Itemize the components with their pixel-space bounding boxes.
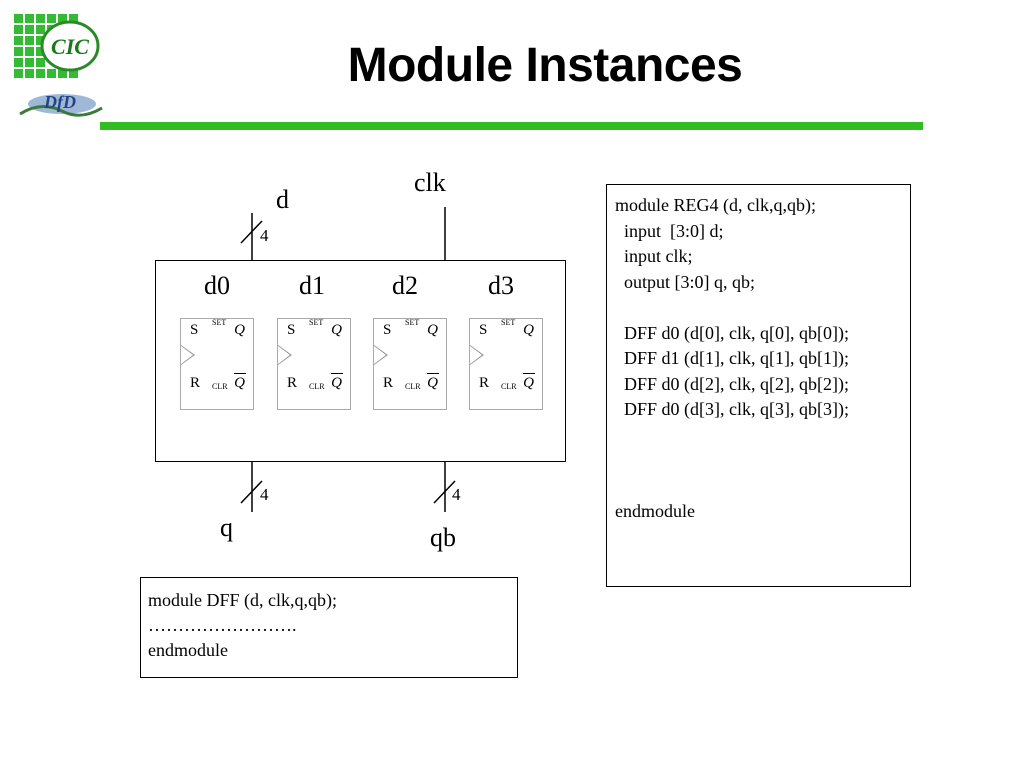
ff-set-tag: SET bbox=[212, 318, 227, 327]
qb-bus-slash bbox=[433, 480, 456, 504]
signal-qb-label: qb bbox=[430, 523, 456, 552]
page-title: Module Instances bbox=[347, 39, 743, 92]
ff-reset-input: R bbox=[383, 375, 394, 391]
code-line bbox=[615, 448, 910, 474]
code-line: DFF d0 (d[3], clk, q[3], qb[3]); bbox=[615, 399, 849, 419]
clock-triangle-icon bbox=[278, 345, 292, 365]
dff-d1: S SET Q R CLR Q bbox=[277, 318, 351, 410]
code-line: module REG4 (d, clk,q,qb); bbox=[615, 195, 816, 215]
code-line bbox=[615, 423, 910, 449]
ff-q-output: Q bbox=[427, 322, 438, 338]
ff-qbar-output: Q bbox=[331, 373, 343, 391]
logo-text: CIC bbox=[51, 34, 89, 59]
code-line: endmodule bbox=[148, 639, 228, 660]
dff-d2: S SET Q R CLR Q bbox=[373, 318, 447, 410]
clock-triangle-icon bbox=[470, 345, 484, 365]
code-line: DFF d0 (d[2], clk, q[2], qb[2]); bbox=[615, 373, 849, 394]
ff-clr-tag: CLR bbox=[212, 382, 228, 391]
instance-label-d3: d3 bbox=[488, 271, 514, 300]
reg4-code-box: module REG4 (d, clk,q,qb); input [3:0] d… bbox=[606, 184, 911, 587]
ff-set-tag: SET bbox=[309, 318, 324, 327]
code-ellipsis: ……………………. bbox=[148, 614, 297, 635]
ff-set-input: S bbox=[190, 322, 199, 338]
d-bus-slash bbox=[240, 220, 263, 244]
dff-d0: S SET Q R CLR Q bbox=[180, 318, 254, 410]
code-line bbox=[615, 474, 910, 500]
ff-clr-tag: CLR bbox=[309, 382, 325, 391]
code-line: endmodule bbox=[615, 501, 695, 521]
code-line bbox=[615, 295, 910, 321]
ff-q-output: Q bbox=[523, 322, 534, 338]
instance-label-d1: d1 bbox=[299, 271, 325, 300]
ff-reset-input: R bbox=[479, 375, 490, 391]
code-line: DFF d0 (d[0], clk, q[0], qb[0]); bbox=[615, 322, 849, 343]
ff-clr-tag: CLR bbox=[405, 382, 421, 391]
title-underline bbox=[100, 122, 923, 130]
clock-triangle-icon bbox=[181, 345, 195, 365]
ff-qbar-output: Q bbox=[234, 373, 246, 391]
ff-q-output: Q bbox=[234, 322, 245, 338]
dff-d3: S SET Q R CLR Q bbox=[469, 318, 543, 410]
cic-logo: CIC DfD bbox=[12, 12, 112, 124]
d-bus-width: 4 bbox=[260, 226, 269, 245]
ff-qbar-output: Q bbox=[523, 373, 535, 391]
q-bus-width: 4 bbox=[260, 485, 269, 504]
clock-triangle-icon bbox=[374, 345, 388, 365]
signal-d-label: d bbox=[276, 185, 289, 214]
code-line: input [3:0] d; bbox=[615, 220, 724, 241]
code-line: DFF d1 (d[1], clk, q[1], qb[1]); bbox=[615, 348, 849, 368]
reg4-module-box: d0 d1 d2 d3 S SET Q R CLR Q S SET Q R CL… bbox=[155, 260, 566, 462]
logo-sub-text: DfD bbox=[43, 92, 76, 112]
ff-qbar-output: Q bbox=[427, 373, 439, 391]
ff-q-output: Q bbox=[331, 322, 342, 338]
code-line: module DFF (d, clk,q,qb); bbox=[148, 590, 337, 610]
instance-label-d0: d0 bbox=[204, 271, 230, 300]
signal-clk-label: clk bbox=[414, 168, 446, 197]
instance-label-d2: d2 bbox=[392, 271, 418, 300]
q-bus-slash bbox=[240, 480, 263, 504]
ff-set-input: S bbox=[479, 322, 488, 338]
ff-reset-input: R bbox=[190, 375, 201, 391]
code-line: output [3:0] q, qb; bbox=[615, 271, 755, 292]
dff-code-box: module DFF (d, clk,q,qb); ……………………. endm… bbox=[140, 577, 518, 678]
ff-set-input: S bbox=[287, 322, 296, 338]
ff-set-tag: SET bbox=[405, 318, 420, 327]
ff-reset-input: R bbox=[287, 375, 298, 391]
ff-clr-tag: CLR bbox=[501, 382, 517, 391]
qb-bus-width: 4 bbox=[452, 485, 461, 504]
code-line: input clk; bbox=[615, 246, 693, 266]
signal-q-label: q bbox=[220, 513, 233, 542]
ff-set-tag: SET bbox=[501, 318, 516, 327]
ff-set-input: S bbox=[383, 322, 392, 338]
